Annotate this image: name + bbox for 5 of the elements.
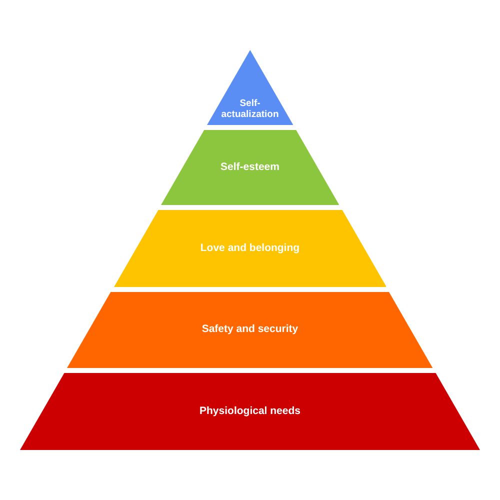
layer-label: Self-actualization [220,98,280,120]
layer-label: Love and belonging [199,242,301,254]
layer-label: Physiological needs [198,404,302,418]
layer-label: Self-esteem [220,160,280,174]
layer-label: Safety and security [200,323,300,336]
